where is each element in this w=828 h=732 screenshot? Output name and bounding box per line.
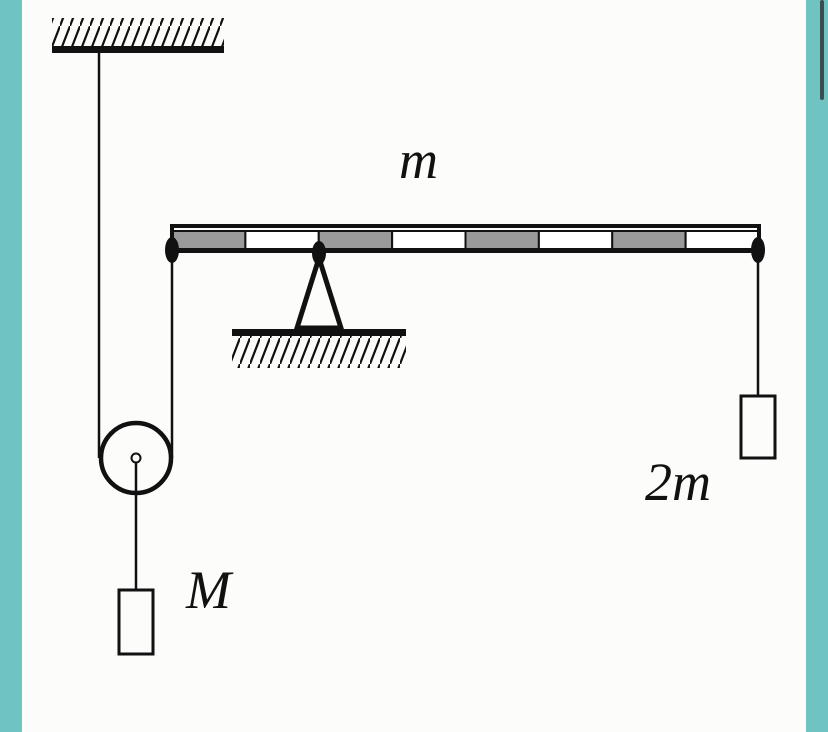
label-M: M — [185, 560, 234, 620]
rod-segment — [317, 230, 394, 250]
pulley-axle — [130, 452, 142, 464]
side-panel — [808, 0, 828, 732]
fulcrum-triangle — [293, 249, 345, 331]
ceiling-hatching — [52, 18, 224, 46]
rod-left-joint — [165, 237, 179, 263]
rod-segment — [464, 230, 540, 250]
ground-hatching — [232, 336, 406, 368]
rod — [170, 224, 761, 253]
scrollbar-thumb[interactable] — [820, 0, 824, 100]
rod-segment — [537, 230, 614, 250]
label-2m: 2m — [645, 452, 711, 512]
rod-segment — [171, 230, 247, 250]
rod-segment — [244, 230, 320, 250]
ceiling-support — [52, 18, 224, 53]
rod-segment — [611, 230, 687, 250]
label-rod-mass: m — [399, 130, 438, 190]
block-M — [117, 588, 155, 656]
ground-line — [232, 329, 406, 336]
fulcrum — [232, 241, 406, 368]
rod-segment — [684, 230, 760, 250]
ceiling-line — [52, 46, 224, 53]
block-2m — [739, 394, 777, 460]
rod-segment — [391, 230, 467, 250]
